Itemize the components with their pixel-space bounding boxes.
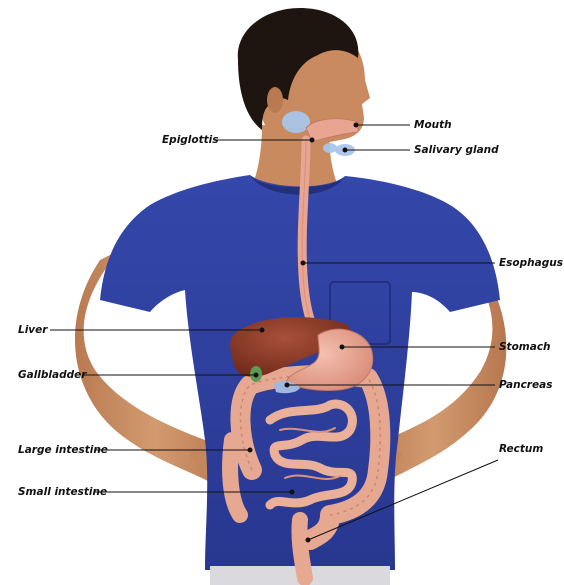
label-epiglottis: Epiglottis — [162, 134, 219, 146]
ear — [267, 87, 283, 113]
label-large-intestine: Large intestine — [18, 444, 108, 456]
label-rectum: Rectum — [499, 443, 543, 455]
label-esophagus: Esophagus — [499, 257, 563, 269]
label-pancreas: Pancreas — [499, 379, 552, 391]
label-stomach: Stomach — [499, 341, 551, 353]
label-salivary-gland: Salivary gland — [414, 144, 499, 156]
label-liver: Liver — [18, 324, 47, 336]
rectum — [299, 520, 305, 578]
label-mouth: Mouth — [414, 119, 452, 131]
label-small-intestine: Small intestine — [18, 486, 107, 498]
label-gallbladder: Gallbladder — [18, 369, 86, 381]
